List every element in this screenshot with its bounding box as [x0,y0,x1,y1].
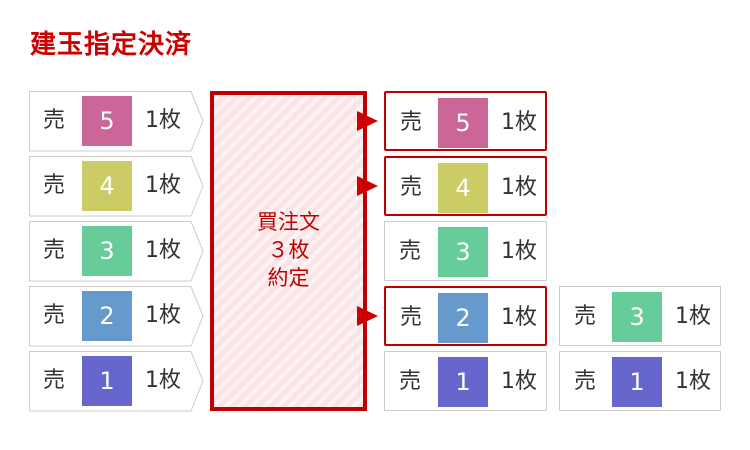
left-position-1: 売 1 1枚 [29,351,205,412]
sell-label: 売 [43,303,66,328]
sell-label: 売 [574,304,597,329]
position-number: 1 [612,357,662,407]
left-position-3: 売 3 1枚 [29,221,205,282]
arrow-right-icon [357,176,378,196]
arrow-right-icon [357,306,378,326]
quantity-label: 1枚 [501,369,537,394]
center-line1: 買注文 [257,210,320,234]
quantity-label: 1枚 [675,369,711,394]
sell-label: 売 [400,305,423,330]
left-position-5: 売 5 1枚 [29,91,205,152]
quantity-label: 1枚 [501,305,537,330]
sell-label: 売 [399,369,422,394]
left-position-4: 売 4 1枚 [29,156,205,217]
quantity-label: 1枚 [145,108,181,133]
quantity-label: 1枚 [145,238,181,263]
quantity-label: 1枚 [501,239,537,264]
sell-label: 売 [43,238,66,263]
position-number: 5 [82,96,132,146]
arrow-right-icon [357,111,378,131]
diagram-title: 建玉指定決済 [30,30,193,60]
position-number: 1 [82,356,132,406]
buy-order-box: 買注文 ３枚 約定 [210,91,367,411]
quantity-label: 1枚 [675,304,711,329]
center-line3: 約定 [267,266,310,290]
quantity-label: 1枚 [145,173,181,198]
position-number: 3 [438,227,488,277]
quantity-label: 1枚 [501,175,537,200]
sell-label: 売 [400,175,423,200]
remaining-position-1: 売 1 1枚 [559,351,721,411]
position-number: 4 [82,161,132,211]
sell-label: 売 [400,110,423,135]
center-line2: ３枚 [267,238,310,262]
position-number: 1 [438,357,488,407]
right-position-3: 売 3 1枚 [384,221,547,281]
sell-label: 売 [43,173,66,198]
quantity-label: 1枚 [145,303,181,328]
right-position-5: 売 5 1枚 [384,91,547,151]
sell-label: 売 [574,369,597,394]
right-position-4: 売 4 1枚 [384,156,547,216]
remaining-position-3: 売 3 1枚 [559,286,721,346]
right-position-1: 売 1 1枚 [384,351,547,411]
position-number: 2 [82,291,132,341]
sell-label: 売 [43,368,66,393]
position-number: 3 [82,226,132,276]
left-position-2: 売 2 1枚 [29,286,205,347]
quantity-label: 1枚 [501,110,537,135]
position-number: 3 [612,292,662,342]
right-position-2: 売 2 1枚 [384,286,547,346]
quantity-label: 1枚 [145,368,181,393]
sell-label: 売 [43,108,66,133]
position-number: 5 [438,98,488,148]
sell-label: 売 [399,239,422,264]
position-number: 2 [438,293,488,343]
position-number: 4 [438,163,488,213]
